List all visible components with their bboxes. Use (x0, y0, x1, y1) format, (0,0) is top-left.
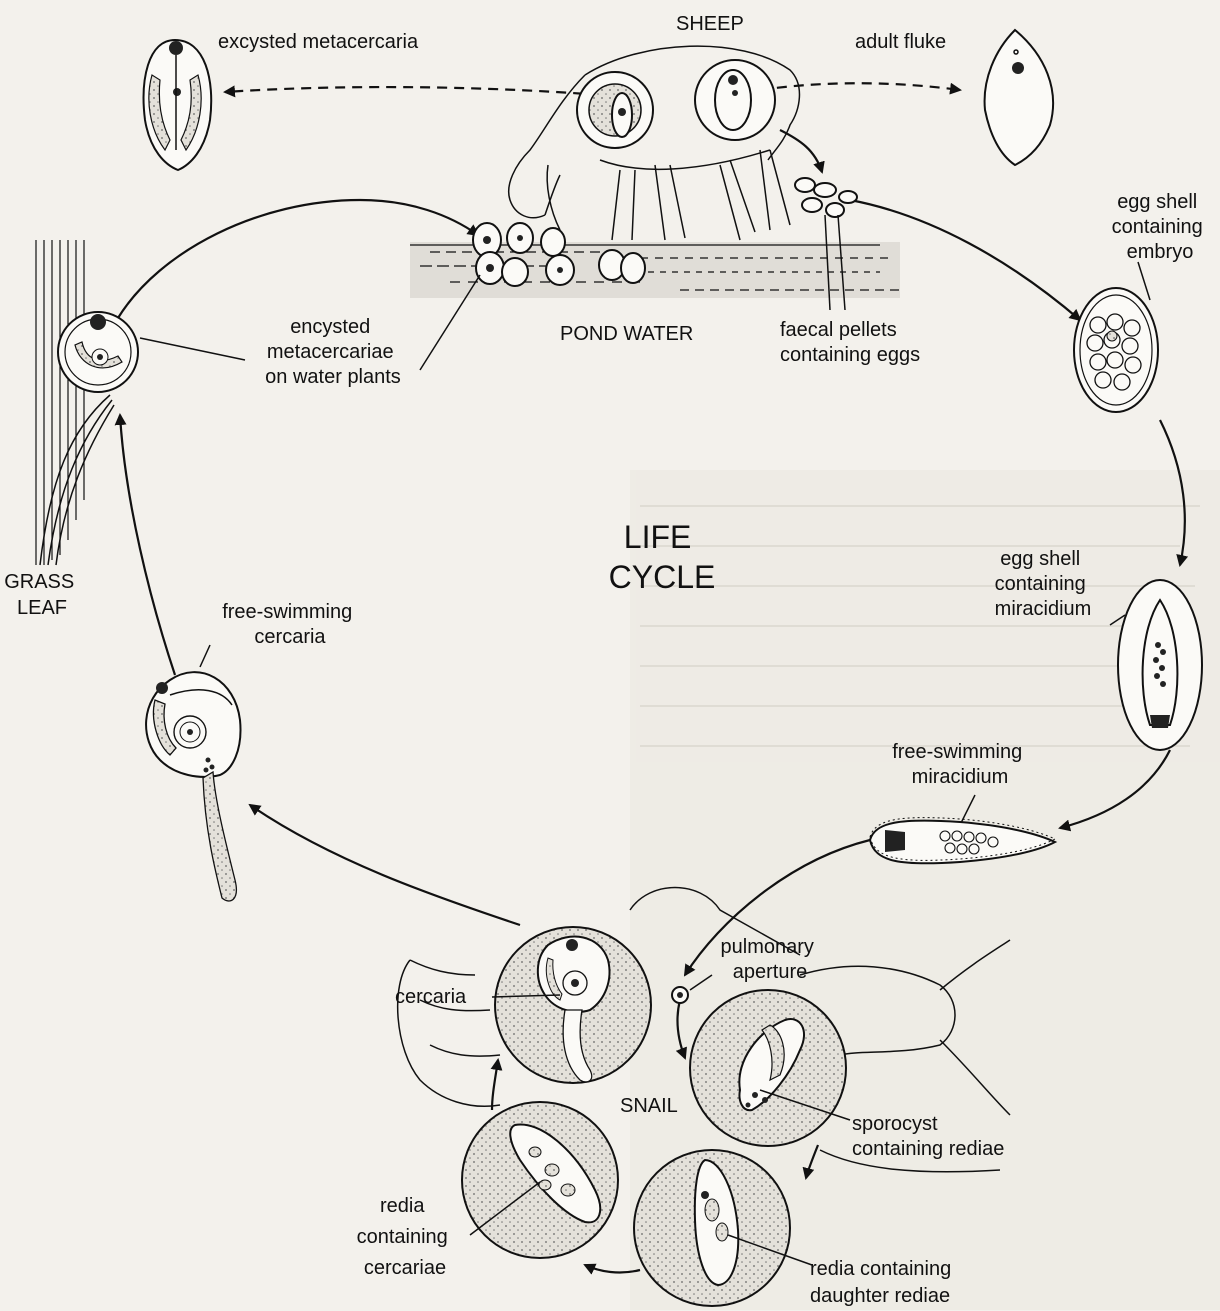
arrow-to-adult-fluke (760, 83, 960, 90)
arrow-to-free-cercaria (250, 805, 520, 925)
arrow-to-grass-cyst (120, 415, 175, 675)
sheep-neck-head (509, 75, 585, 218)
faecal-pellets-label: faecal pellets containing eggs (780, 319, 920, 366)
sheep-drawing (509, 46, 800, 240)
cercaria-label: cercaria (395, 986, 467, 1008)
snail-label: SNAIL (620, 1095, 678, 1117)
egg-shell-embryo-drawing (1074, 262, 1158, 412)
excysted-metacercaria-label: excysted metacercaria (218, 31, 419, 53)
free-swimming-cercaria-label: free-swimming cercaria (222, 601, 358, 648)
redia-cercariae-circle (462, 1102, 618, 1258)
sheep-legs (612, 150, 790, 240)
pond-water-label: POND WATER (560, 323, 693, 345)
arrow-redia-to-cercaria (492, 1060, 498, 1110)
arrow-to-pellets (780, 130, 822, 172)
grass-leaf-label: GRASS LEAF (4, 571, 80, 619)
adult-fluke-label: adult fluke (855, 31, 946, 53)
free-swimming-cercaria-drawing (146, 645, 240, 901)
sheep-label: SHEEP (676, 13, 744, 35)
redia-cercariae-label: redia containing cercariae (357, 1195, 454, 1279)
cercaria-circle (495, 927, 651, 1083)
arrow-to-excysted-metacercaria (225, 87, 600, 95)
grass-leaf-drawing (36, 240, 138, 565)
sporocyst-circle (690, 990, 846, 1146)
egg-shell-miracidium-label: egg shell containing miracidium (995, 548, 1092, 620)
leader-encysted (140, 338, 245, 360)
encysted-metacercariae-label: encysted metacercariae on water plants (265, 316, 401, 388)
egg-shell-embryo-label: egg shell containing embryo (1112, 191, 1209, 263)
redia-daughter-circle (634, 1150, 790, 1306)
adult-fluke-drawing (985, 30, 1054, 165)
excysted-metacercaria-drawing (144, 40, 212, 170)
